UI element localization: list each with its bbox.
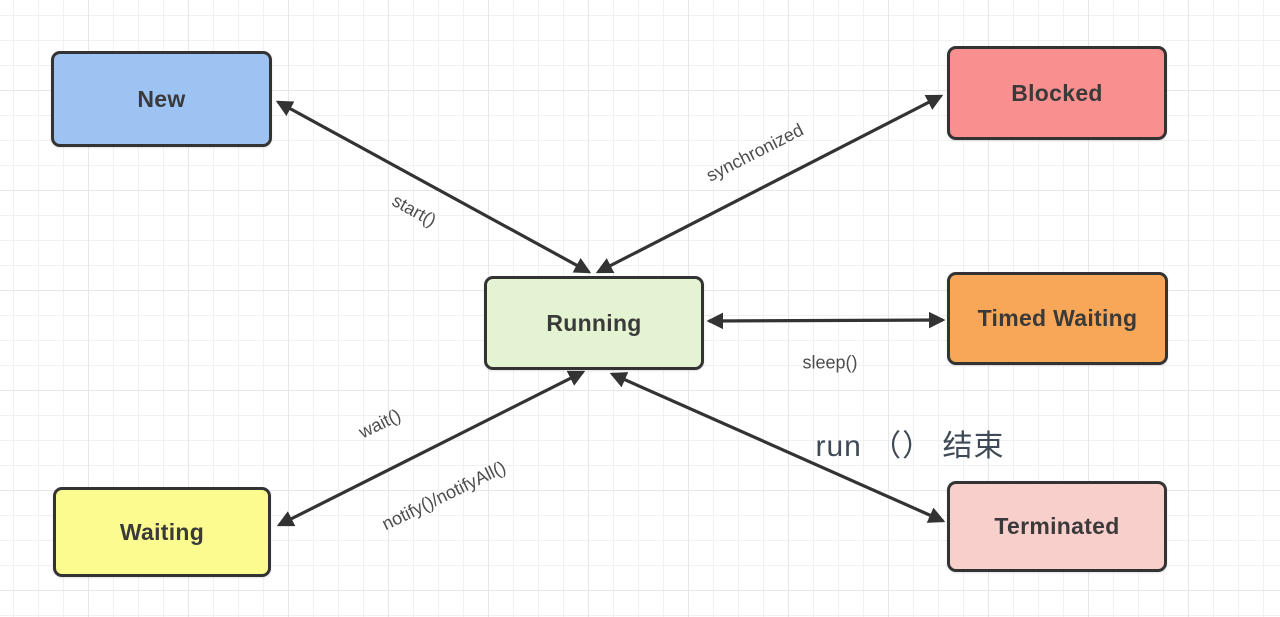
node-timed-waiting-label: Timed Waiting [977, 305, 1138, 331]
node-blocked: Blocked [947, 46, 1167, 140]
edge-running-timed-waiting [706, 311, 946, 330]
node-waiting-label: Waiting [119, 518, 205, 545]
node-running: Running [484, 276, 704, 370]
node-timed-waiting: Timed Waiting [947, 272, 1168, 365]
node-running-label: Running [546, 309, 642, 336]
node-terminated: Terminated [947, 481, 1167, 572]
edge-running-terminated [609, 372, 946, 523]
node-new-label: New [137, 85, 186, 112]
node-blocked-label: Blocked [1011, 79, 1103, 106]
edge-label-run-end: run （） 结束 [815, 430, 1005, 463]
edge-new-running [275, 100, 592, 274]
edge-label-sleep: sleep() [802, 352, 858, 373]
edge-running-blocked [595, 94, 944, 274]
edge-waiting-running [276, 370, 586, 527]
node-terminated-label: Terminated [994, 513, 1120, 539]
node-waiting: Waiting [53, 487, 271, 577]
node-new: New [51, 51, 272, 147]
